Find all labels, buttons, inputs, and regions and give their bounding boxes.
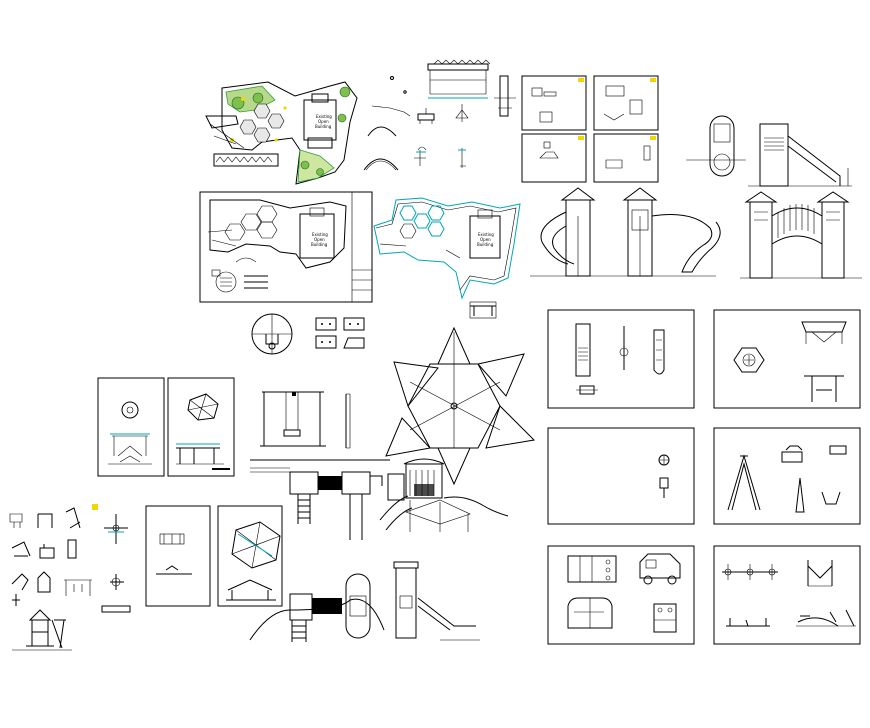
site-plan-titleblock: Existing Open Building (199, 191, 373, 303)
site-plan-landscape: Existing Open Building (205, 81, 358, 185)
slide-plan-and-elevation (686, 115, 852, 187)
sheet-grid-top-right (521, 75, 659, 183)
fence-elevation-detail (427, 59, 516, 117)
play-structure-elevation (250, 459, 390, 540)
small-sheets-left (97, 377, 235, 477)
building-label-a1: Existing (312, 232, 328, 237)
bottom-play-structures (249, 561, 480, 642)
isometric-play-structure (379, 458, 509, 532)
building-label-2: Open (318, 119, 329, 124)
panel-vehicle-toys (547, 545, 695, 645)
panel-swing-a-frame (713, 427, 861, 525)
panel-slide-elevations (547, 309, 695, 409)
panel-hexagon-roof (713, 309, 861, 409)
building-label-b1: Existing (478, 232, 494, 237)
hexagon-shelter-plan (385, 326, 536, 486)
building-label-1: Existing (316, 114, 332, 119)
site-plan-cyan: Existing Open Building (373, 197, 521, 319)
small-detail-symbols-top (363, 76, 469, 171)
building-label-a2: Open (314, 237, 325, 242)
building-label-a3: Building (311, 242, 328, 247)
swing-frame-elevation (260, 391, 351, 449)
building-label-b2: Open (480, 237, 491, 242)
left-play-elements (9, 504, 98, 651)
panel-spring-riders (713, 545, 861, 645)
building-label-3: Building (315, 124, 332, 129)
small-sheets-bottom-left (145, 505, 283, 607)
panel-blank-detail (547, 427, 695, 525)
arched-bridge-elevation (740, 191, 862, 279)
slide-tower-elevations (530, 187, 721, 277)
round-seat-detail-and-tiles (251, 313, 365, 355)
building-label-b3: Building (477, 242, 494, 247)
spring-rider-column (101, 514, 131, 613)
